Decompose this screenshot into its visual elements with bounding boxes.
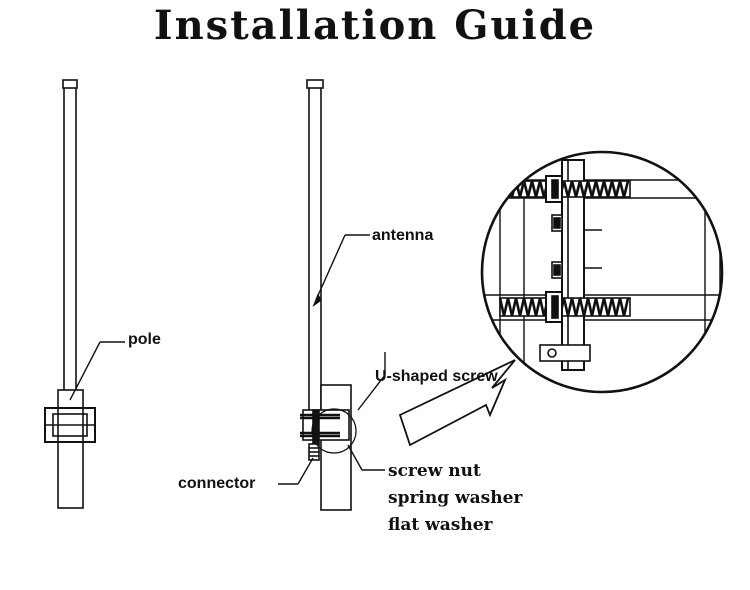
label-screw-nut: screw nut — [388, 461, 481, 481]
label-u-shaped-screw: U-shaped screw — [375, 368, 498, 385]
magnifier-circle — [311, 408, 357, 454]
clamp-threads — [300, 413, 340, 438]
left-antenna-cap — [62, 79, 78, 89]
detail-circle-border — [480, 150, 724, 394]
middle-antenna-assembly — [300, 79, 357, 511]
page-title: Installation Guide — [153, 2, 597, 49]
upper-threaded-rod — [498, 180, 631, 198]
lower-threaded-rod — [498, 297, 631, 317]
label-pole: pole — [128, 331, 161, 348]
detail-view — [480, 150, 724, 394]
leader-lines — [69, 234, 386, 485]
label-flat-washer: flat washer — [388, 515, 493, 535]
antenna-cap — [306, 79, 324, 89]
left-pole-assembly — [44, 79, 96, 509]
label-spring-washer: spring washer — [388, 488, 523, 508]
zoom-arrow — [398, 359, 516, 447]
middle-pole-body — [320, 384, 352, 511]
label-connector: connector — [178, 475, 256, 492]
left-pole-body — [57, 389, 84, 509]
label-antenna: antenna — [372, 227, 434, 244]
